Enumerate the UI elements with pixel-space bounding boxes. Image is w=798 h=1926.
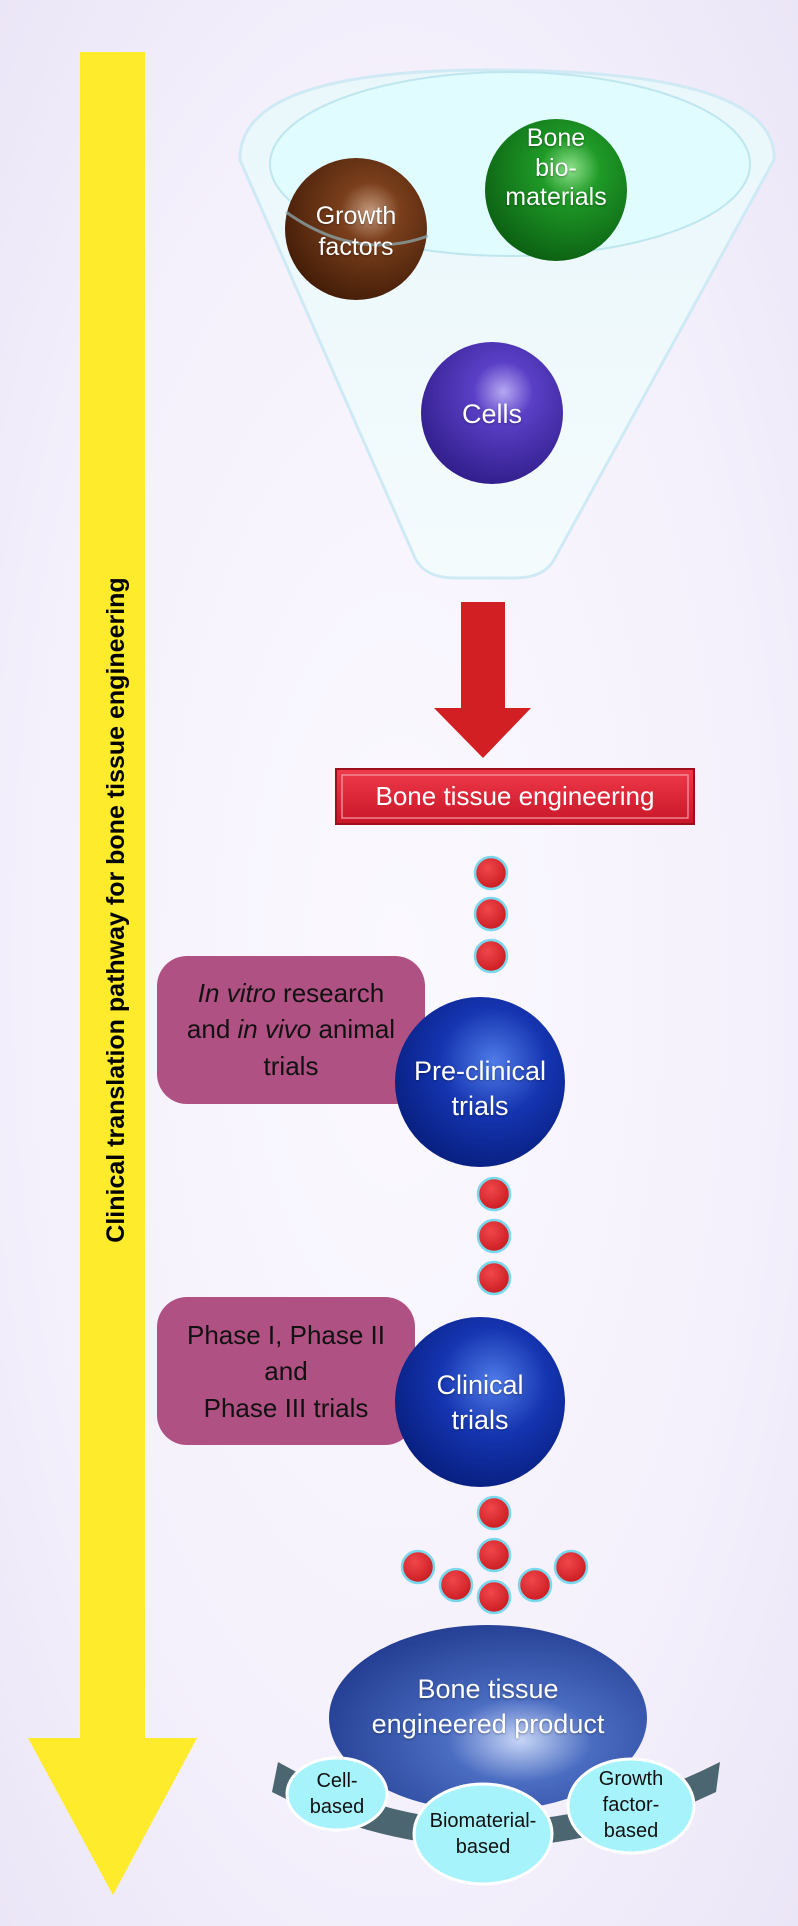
clinical-note-line-1: Phase I, Phase II <box>186 1320 385 1350</box>
biomaterial-based-label: Biomaterial- based <box>413 1808 553 1860</box>
preclinical-sphere <box>395 997 565 1167</box>
clinical-sphere <box>395 1317 565 1487</box>
dot <box>476 1176 512 1212</box>
dot <box>517 1567 553 1603</box>
dot <box>473 855 509 891</box>
clinical-label: Clinical trials <box>400 1368 560 1438</box>
dot <box>476 1495 512 1531</box>
preclinical-note-box <box>157 956 425 1104</box>
growth-factors-line-2: factors <box>318 232 394 261</box>
preclinical-note-line-3: trials <box>263 1050 319 1081</box>
connector-dots-2 <box>476 1176 512 1296</box>
growth-factor-based-line-1: Growth <box>598 1768 664 1790</box>
bone-biomaterials-sphere <box>485 119 627 261</box>
dot <box>476 1218 512 1254</box>
dot <box>476 1579 512 1615</box>
preclinical-note-line-2: and in vivo animal <box>186 1014 396 1045</box>
growth-factors-sphere <box>285 158 429 300</box>
connector-dots-3 <box>400 1495 589 1615</box>
dot <box>473 938 509 974</box>
product-label-line-2: engineered product <box>371 1709 605 1740</box>
dot <box>400 1549 436 1585</box>
pathway-arrow <box>28 52 197 1895</box>
bone-biomaterials-label: Bone bio- materials <box>476 124 636 213</box>
biomaterial-based-line-2: based <box>455 1836 511 1858</box>
growth-factors-label: Growth factors <box>286 201 426 262</box>
clinical-note-box <box>157 1297 415 1445</box>
bone-tissue-engineering-label: Bone tissue engineering <box>375 781 655 811</box>
clinical-note-line-2: and <box>264 1356 308 1387</box>
dot <box>473 896 509 932</box>
preclinical-label-line-2: trials <box>451 1091 509 1122</box>
funnel-output-arrow <box>434 602 531 758</box>
product-label: Bone tissue engineered product <box>338 1672 638 1742</box>
clinical-note-text: Phase I, Phase II and Phase III trials <box>157 1317 415 1426</box>
growth-factors-line-1: Growth <box>315 202 397 230</box>
dot <box>476 1260 512 1296</box>
dot <box>438 1567 474 1603</box>
cells-sphere <box>421 342 563 484</box>
bone-tissue-engineering-box <box>335 768 695 825</box>
cells-label: Cells <box>461 399 522 429</box>
clinical-label-line-1: Clinical <box>436 1370 524 1400</box>
preclinical-label: Pre-clinical trials <box>390 1054 570 1124</box>
growth-factor-based-line-3: based <box>603 1820 659 1842</box>
cell-based-badge <box>285 1756 389 1832</box>
biomaterial-based-badge <box>412 1782 554 1886</box>
product-label-line-1: Bone tissue <box>417 1674 559 1704</box>
bone-biomaterials-line-2: bio- <box>535 153 577 182</box>
dot <box>476 1537 512 1573</box>
connector-dots-1 <box>473 855 509 974</box>
bone-biomaterials-line-1: Bone <box>526 124 586 152</box>
preclinical-note-text: In vitro research and in vivo animal tri… <box>157 975 425 1084</box>
cell-based-label: Cell- based <box>287 1768 387 1820</box>
bone-biomaterials-line-3: materials <box>505 183 607 211</box>
clinical-note-line-3: Phase III trials <box>203 1392 369 1423</box>
dot <box>553 1549 589 1585</box>
cell-based-line-2: based <box>309 1796 365 1818</box>
growth-factor-based-badge <box>566 1757 696 1855</box>
growth-factor-based-line-2: factor- <box>602 1794 660 1816</box>
cell-based-line-1: Cell- <box>316 1770 358 1792</box>
product-ellipse <box>329 1625 647 1811</box>
clinical-label-line-2: trials <box>451 1405 509 1436</box>
preclinical-note-line-1: In vitro research <box>197 978 385 1008</box>
growth-factor-based-label: Growth factor- based <box>571 1766 691 1844</box>
pathway-axis-label: Clinical translation pathway for bone ti… <box>102 577 130 1243</box>
biomaterial-based-line-1: Biomaterial- <box>429 1810 537 1832</box>
preclinical-label-line-1: Pre-clinical <box>413 1056 547 1086</box>
